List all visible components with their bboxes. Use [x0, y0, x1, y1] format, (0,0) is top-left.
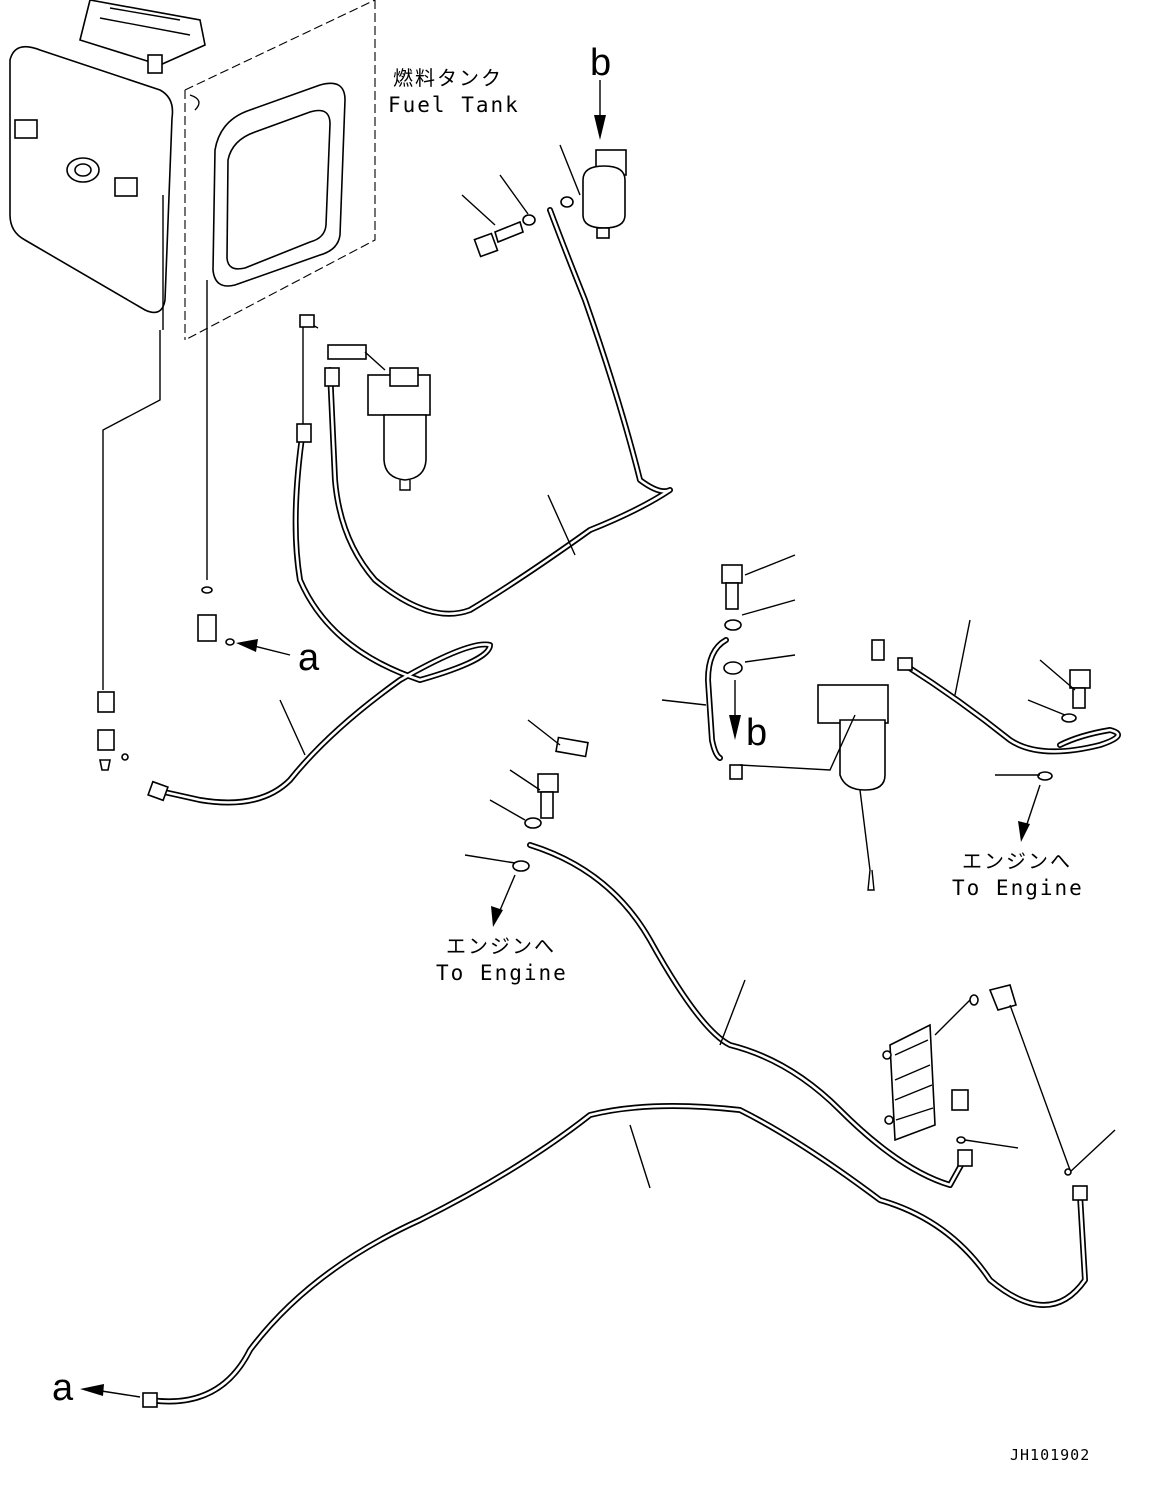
to-engine-label-en-right: To Engine	[952, 876, 1084, 900]
to-engine-label-jp-left: エンジンへ	[446, 934, 556, 958]
arrow-b-top	[594, 80, 606, 140]
arrow-b-mid	[729, 680, 741, 740]
main-fuel-filter	[327, 344, 431, 491]
fuel-tank-label-jp: 燃料タンク	[393, 66, 503, 90]
ref-label-b-top: b	[590, 42, 611, 84]
water-separator-filter	[739, 639, 889, 891]
bolt-and-washers-top	[461, 174, 574, 258]
arrow-to-engine-right	[1018, 784, 1041, 842]
tank-outlet-fittings	[97, 614, 235, 771]
arrow-to-engine-left	[491, 874, 516, 927]
center-bolt-washers	[464, 719, 589, 872]
ref-label-b-mid: b	[746, 712, 767, 754]
arrow-a-bottom	[80, 1384, 141, 1398]
right-hose-to-engine	[897, 619, 1121, 781]
arrow-a-top	[236, 639, 291, 656]
fuel-tank-label-en: Fuel Tank	[388, 93, 520, 117]
fuel-tank	[9, 0, 376, 690]
ref-label-a-top: a	[298, 637, 320, 679]
small-tube	[661, 637, 743, 780]
hoses-lower	[142, 842, 1088, 1408]
drawing-code: JH101902	[1010, 1446, 1090, 1464]
to-engine-label-en-left: To Engine	[436, 961, 568, 985]
bracket-and-elbow	[882, 984, 1116, 1176]
pre-fuel-filter-top	[559, 144, 627, 239]
mid-bolt-washers	[721, 554, 796, 675]
hoses-upper	[147, 207, 673, 806]
to-engine-label-jp-right: エンジンへ	[962, 849, 1072, 873]
ref-label-a-bottom: a	[52, 1367, 74, 1409]
